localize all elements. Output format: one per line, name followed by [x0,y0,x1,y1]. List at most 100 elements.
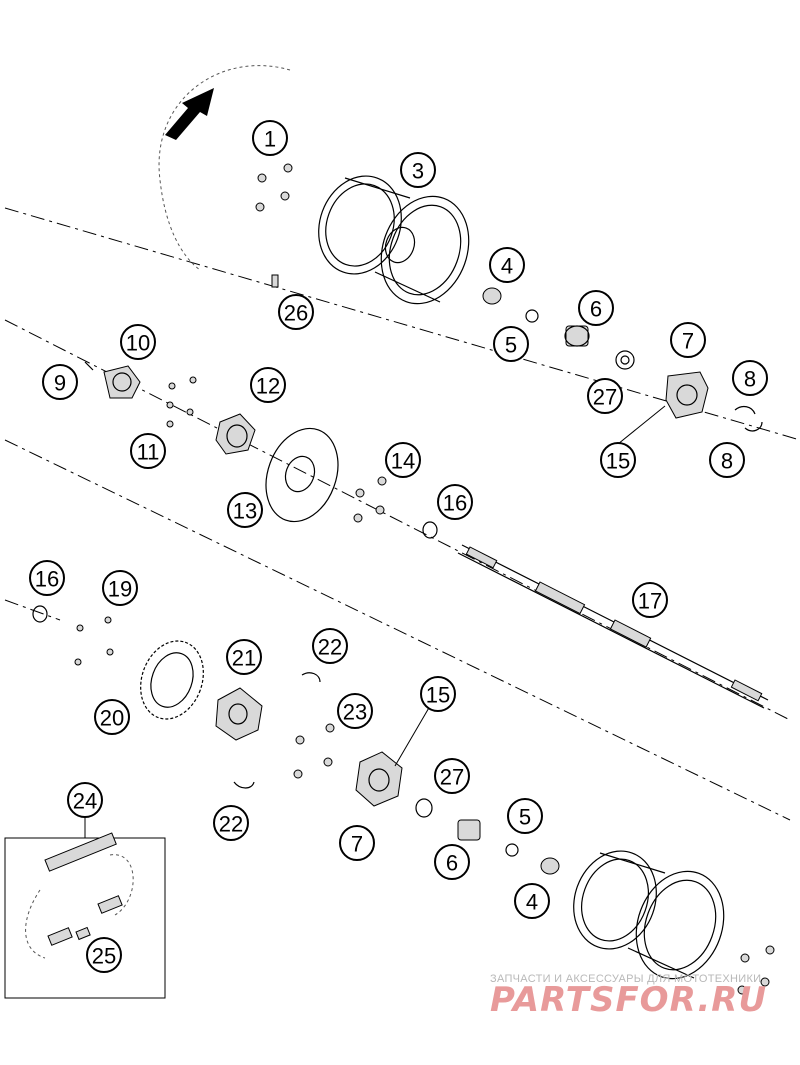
callout-27-top: 27 [587,378,623,414]
brake-hub [215,413,256,455]
washer-top [525,309,539,323]
seal-washer-top [615,350,635,370]
svg-text:19: 19 [108,577,132,602]
svg-text:10: 10 [126,331,150,356]
disc-nuts [353,476,387,523]
sprocket-bolts [74,616,114,666]
callout-25: 25 [86,937,122,973]
svg-text:12: 12 [256,374,280,399]
svg-text:7: 7 [351,832,363,857]
callout-23: 23 [337,693,373,729]
svg-text:8: 8 [721,449,733,474]
seal-washer-lower [415,798,433,818]
o-ring-lower [32,605,48,623]
callout-4-top: 4 [489,247,525,283]
svg-text:8: 8 [744,367,756,392]
callout-16-left: 16 [29,560,65,596]
svg-text:15: 15 [426,683,450,708]
callout-21: 21 [226,639,262,675]
svg-text:17: 17 [638,589,662,614]
callout-5-top: 5 [493,326,529,362]
svg-text:27: 27 [440,765,464,790]
callout-4-bottom: 4 [514,883,550,919]
callout-11: 11 [130,433,166,469]
callouts: 1 3 4 26 5 6 7 10 9 12 8 27 11 15 8 14 1… [29,120,768,973]
wheel-nuts-top [255,163,293,212]
callout-15-top: 15 [600,442,636,478]
bearing-lower [457,819,481,841]
axle-nut-top [482,287,502,305]
callout-22-bottom: 22 [213,805,249,841]
callout-12: 12 [250,367,286,403]
svg-text:6: 6 [590,297,602,322]
rim-bottom [573,850,725,980]
svg-text:4: 4 [501,254,513,279]
svg-text:4: 4 [526,890,538,915]
callout-7-top: 7 [670,322,706,358]
callout-8-bottom: 8 [709,442,745,478]
watermark-subtitle: ЗАПЧАСТИ И АКСЕССУАРЫ ДЛЯ МОТОТЕХНИКИ [490,973,762,985]
sprocket [140,640,204,720]
svg-text:7: 7 [682,329,694,354]
brake-caliper [103,365,141,399]
svg-text:22: 22 [219,812,243,837]
svg-text:25: 25 [92,944,116,969]
svg-text:16: 16 [35,567,59,592]
svg-text:5: 5 [505,333,517,358]
callout-16-right: 16 [437,484,473,520]
svg-text:26: 26 [284,301,308,326]
hub-nuts [293,723,335,779]
callout-26: 26 [278,294,314,330]
callout-17: 17 [632,582,668,618]
svg-text:15: 15 [606,449,630,474]
callout-9: 9 [42,364,78,400]
svg-text:16: 16 [443,491,467,516]
rotation-arrow [158,65,291,271]
svg-text:6: 6 [446,851,458,876]
svg-text:14: 14 [391,449,415,474]
wheel-nuts-bottom [737,945,775,995]
svg-text:22: 22 [318,635,342,660]
callout-3: 3 [400,152,436,188]
circlips [734,405,763,432]
callout-20: 20 [94,699,130,735]
callout-19: 19 [102,570,138,606]
axle-nut-lower [540,857,560,875]
hub-bolts [166,376,197,428]
rear-axle [457,544,769,709]
callout-1: 1 [252,120,288,156]
bearing-carrier-lower [355,751,403,807]
callout-7-bottom: 7 [339,825,375,861]
callout-24: 24 [67,782,103,818]
callout-22-top: 22 [312,628,348,664]
washer-lower [505,843,519,857]
svg-text:13: 13 [233,499,257,524]
svg-text:5: 5 [519,805,531,830]
callout-15-bottom: 15 [420,676,456,712]
chain-box [4,818,166,999]
sprocket-hub [215,687,263,741]
caliper-pin [84,361,94,371]
callout-13: 13 [227,492,263,528]
callout-8-top: 8 [732,360,768,396]
o-ring-axle [422,521,438,539]
watermark-logo: PARTSFOR.RU [490,980,768,1020]
brake-disc [265,427,339,523]
svg-text:23: 23 [343,700,367,725]
rim-top [318,175,470,305]
svg-text:1: 1 [264,127,276,152]
callout-6-bottom: 6 [434,844,470,880]
leader-lines [394,405,666,767]
svg-text:27: 27 [593,385,617,410]
svg-text:3: 3 [412,159,424,184]
valve-stem [271,274,279,288]
callout-10: 10 [120,324,156,360]
bearing-top [564,325,590,347]
svg-text:9: 9 [54,371,66,396]
callout-14: 14 [385,442,421,478]
callout-5-bottom: 5 [507,798,543,834]
svg-text:21: 21 [232,646,256,671]
callout-27-bottom: 27 [434,758,470,794]
callout-6-top: 6 [578,290,614,326]
